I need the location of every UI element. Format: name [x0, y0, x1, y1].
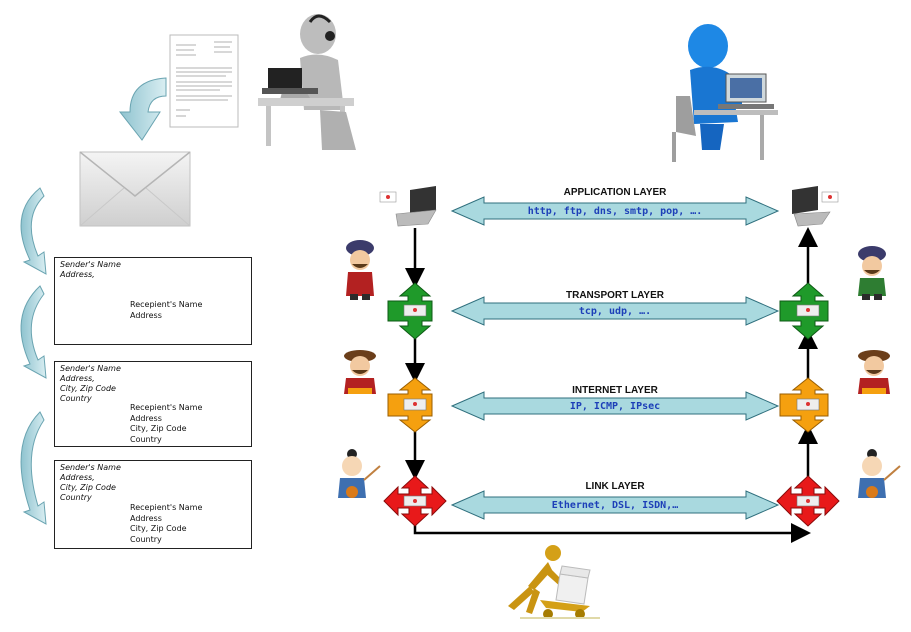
- sender-line: Address,: [60, 270, 95, 279]
- sender-address: Sender's Name Address, City, Zip Code Co…: [60, 463, 121, 503]
- sender-line: Address,: [60, 473, 95, 482]
- sender-address: Sender's Name Address,: [60, 260, 121, 280]
- recipient-line: Address: [130, 310, 162, 320]
- letter-document-icon: [169, 34, 239, 128]
- link-node-right: [776, 475, 840, 527]
- envelope-stage-2: Sender's Name Address, City, Zip Code Co…: [54, 361, 252, 447]
- sender-line: Country: [60, 394, 92, 403]
- courier-icon: [858, 246, 886, 300]
- internet-node-right: [779, 377, 829, 433]
- recipient-line: Recepient's Name: [130, 403, 203, 412]
- recipient-address: Recepient's Name Address City, Zip Code …: [130, 403, 202, 445]
- receiver-person-icon: [672, 24, 778, 162]
- envelope-stage-arrows: [20, 187, 47, 525]
- link-layer-protocols: Ethernet, DSL, ISDN,…: [551, 500, 679, 511]
- courier-icon: [338, 449, 381, 498]
- transport-layer-title: TRANSPORT LAYER: [566, 290, 664, 301]
- courier-icon: [344, 350, 376, 394]
- sender-line: Sender's Name: [60, 260, 121, 269]
- transport-layer-protocols: tcp, udp, ….: [578, 306, 652, 317]
- layer-band-arrows: [450, 196, 780, 520]
- sender-line: Address,: [60, 374, 95, 383]
- recipient-line: Address: [130, 513, 162, 523]
- sender-person-icon: [258, 14, 356, 150]
- recipient-line: Address: [130, 413, 162, 423]
- application-layer-title: APPLICATION LAYER: [563, 187, 667, 198]
- courier-icon: [346, 240, 374, 300]
- recipient-line: City, Zip Code: [130, 424, 187, 433]
- recipient-line: Country: [130, 534, 162, 544]
- internet-layer-protocols: IP, ICMP, IPsec: [569, 401, 661, 412]
- recipient-line: Recepient's Name: [130, 503, 203, 512]
- link-layer-title: LINK LAYER: [585, 481, 645, 492]
- sender-line: Sender's Name: [60, 463, 121, 472]
- envelope-icon: [79, 151, 191, 227]
- postman-icon: [508, 545, 600, 619]
- recipient-address: Recepient's Name Address: [130, 300, 202, 321]
- transport-node-left: [387, 282, 433, 340]
- sender-line: City, Zip Code: [60, 384, 116, 393]
- recipient-address: Recepient's Name Address City, Zip Code …: [130, 503, 202, 545]
- letter-to-envelope-arrow: [118, 77, 167, 141]
- recipient-line: Country: [130, 434, 162, 444]
- recipient-line: City, Zip Code: [130, 524, 187, 533]
- courier-icon: [858, 350, 890, 394]
- transport-node-right: [779, 282, 829, 340]
- laptop-icon: [379, 186, 437, 227]
- envelope-stage-1: Sender's Name Address, Recepient's Name …: [54, 257, 252, 345]
- internet-node-left: [387, 377, 433, 433]
- sender-address: Sender's Name Address, City, Zip Code Co…: [60, 364, 121, 404]
- sender-line: Country: [60, 493, 92, 502]
- recipient-line: Recepient's Name: [130, 300, 203, 309]
- laptop-icon: [792, 186, 839, 227]
- internet-layer-title: INTERNET LAYER: [572, 385, 658, 396]
- courier-icon: [858, 449, 901, 498]
- envelope-stage-3: Sender's Name Address, City, Zip Code Co…: [54, 460, 252, 549]
- application-layer-protocols: http, ftp, dns, smtp, pop, ….: [527, 206, 703, 217]
- sender-line: City, Zip Code: [60, 483, 116, 492]
- link-node-left: [383, 475, 447, 527]
- sender-line: Sender's Name: [60, 364, 121, 373]
